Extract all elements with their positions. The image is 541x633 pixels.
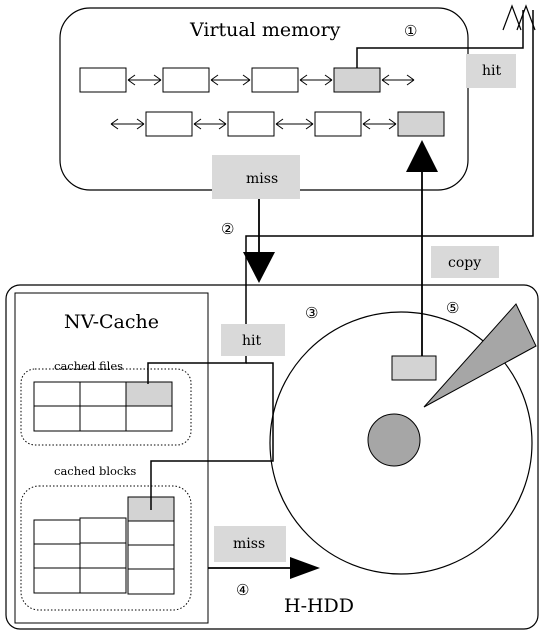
memory-page [228, 112, 274, 136]
memory-page [252, 68, 298, 92]
nv-cache-title: NV-Cache [64, 311, 159, 333]
step-3-marker: ③ [305, 304, 318, 322]
memory-page [315, 112, 361, 136]
miss-arrow-right-head [290, 557, 320, 579]
cached-files-grid [34, 382, 172, 431]
miss-tag-bottom: miss [233, 536, 265, 552]
miss-tag-top: miss [246, 171, 278, 187]
step-2-marker: ② [221, 220, 234, 238]
miss-arrow-down-head [243, 252, 275, 283]
memory-page [163, 68, 209, 92]
memory-page-hit [334, 68, 380, 92]
hit-tag-cache: hit [242, 333, 261, 349]
hit-exit-arrows [503, 6, 535, 30]
memory-page-copied [398, 112, 444, 136]
hdd-spindle [368, 414, 420, 466]
cached-file-hit [126, 382, 172, 406]
copy-tag: copy [448, 255, 481, 271]
cached-blocks-label: cached blocks [54, 464, 136, 478]
virtual-memory-title: Virtual memory [189, 19, 341, 41]
step-5-marker: ⑤ [446, 299, 459, 317]
hit-tag-top: hit [482, 63, 501, 79]
step-1-marker: ① [404, 22, 417, 40]
hdd-data-block [392, 356, 436, 380]
memory-page [80, 68, 126, 92]
step-4-marker: ④ [236, 581, 249, 599]
memory-page [146, 112, 192, 136]
hhdd-title: H-HDD [284, 595, 354, 617]
cached-files-label: cached files [54, 359, 123, 373]
